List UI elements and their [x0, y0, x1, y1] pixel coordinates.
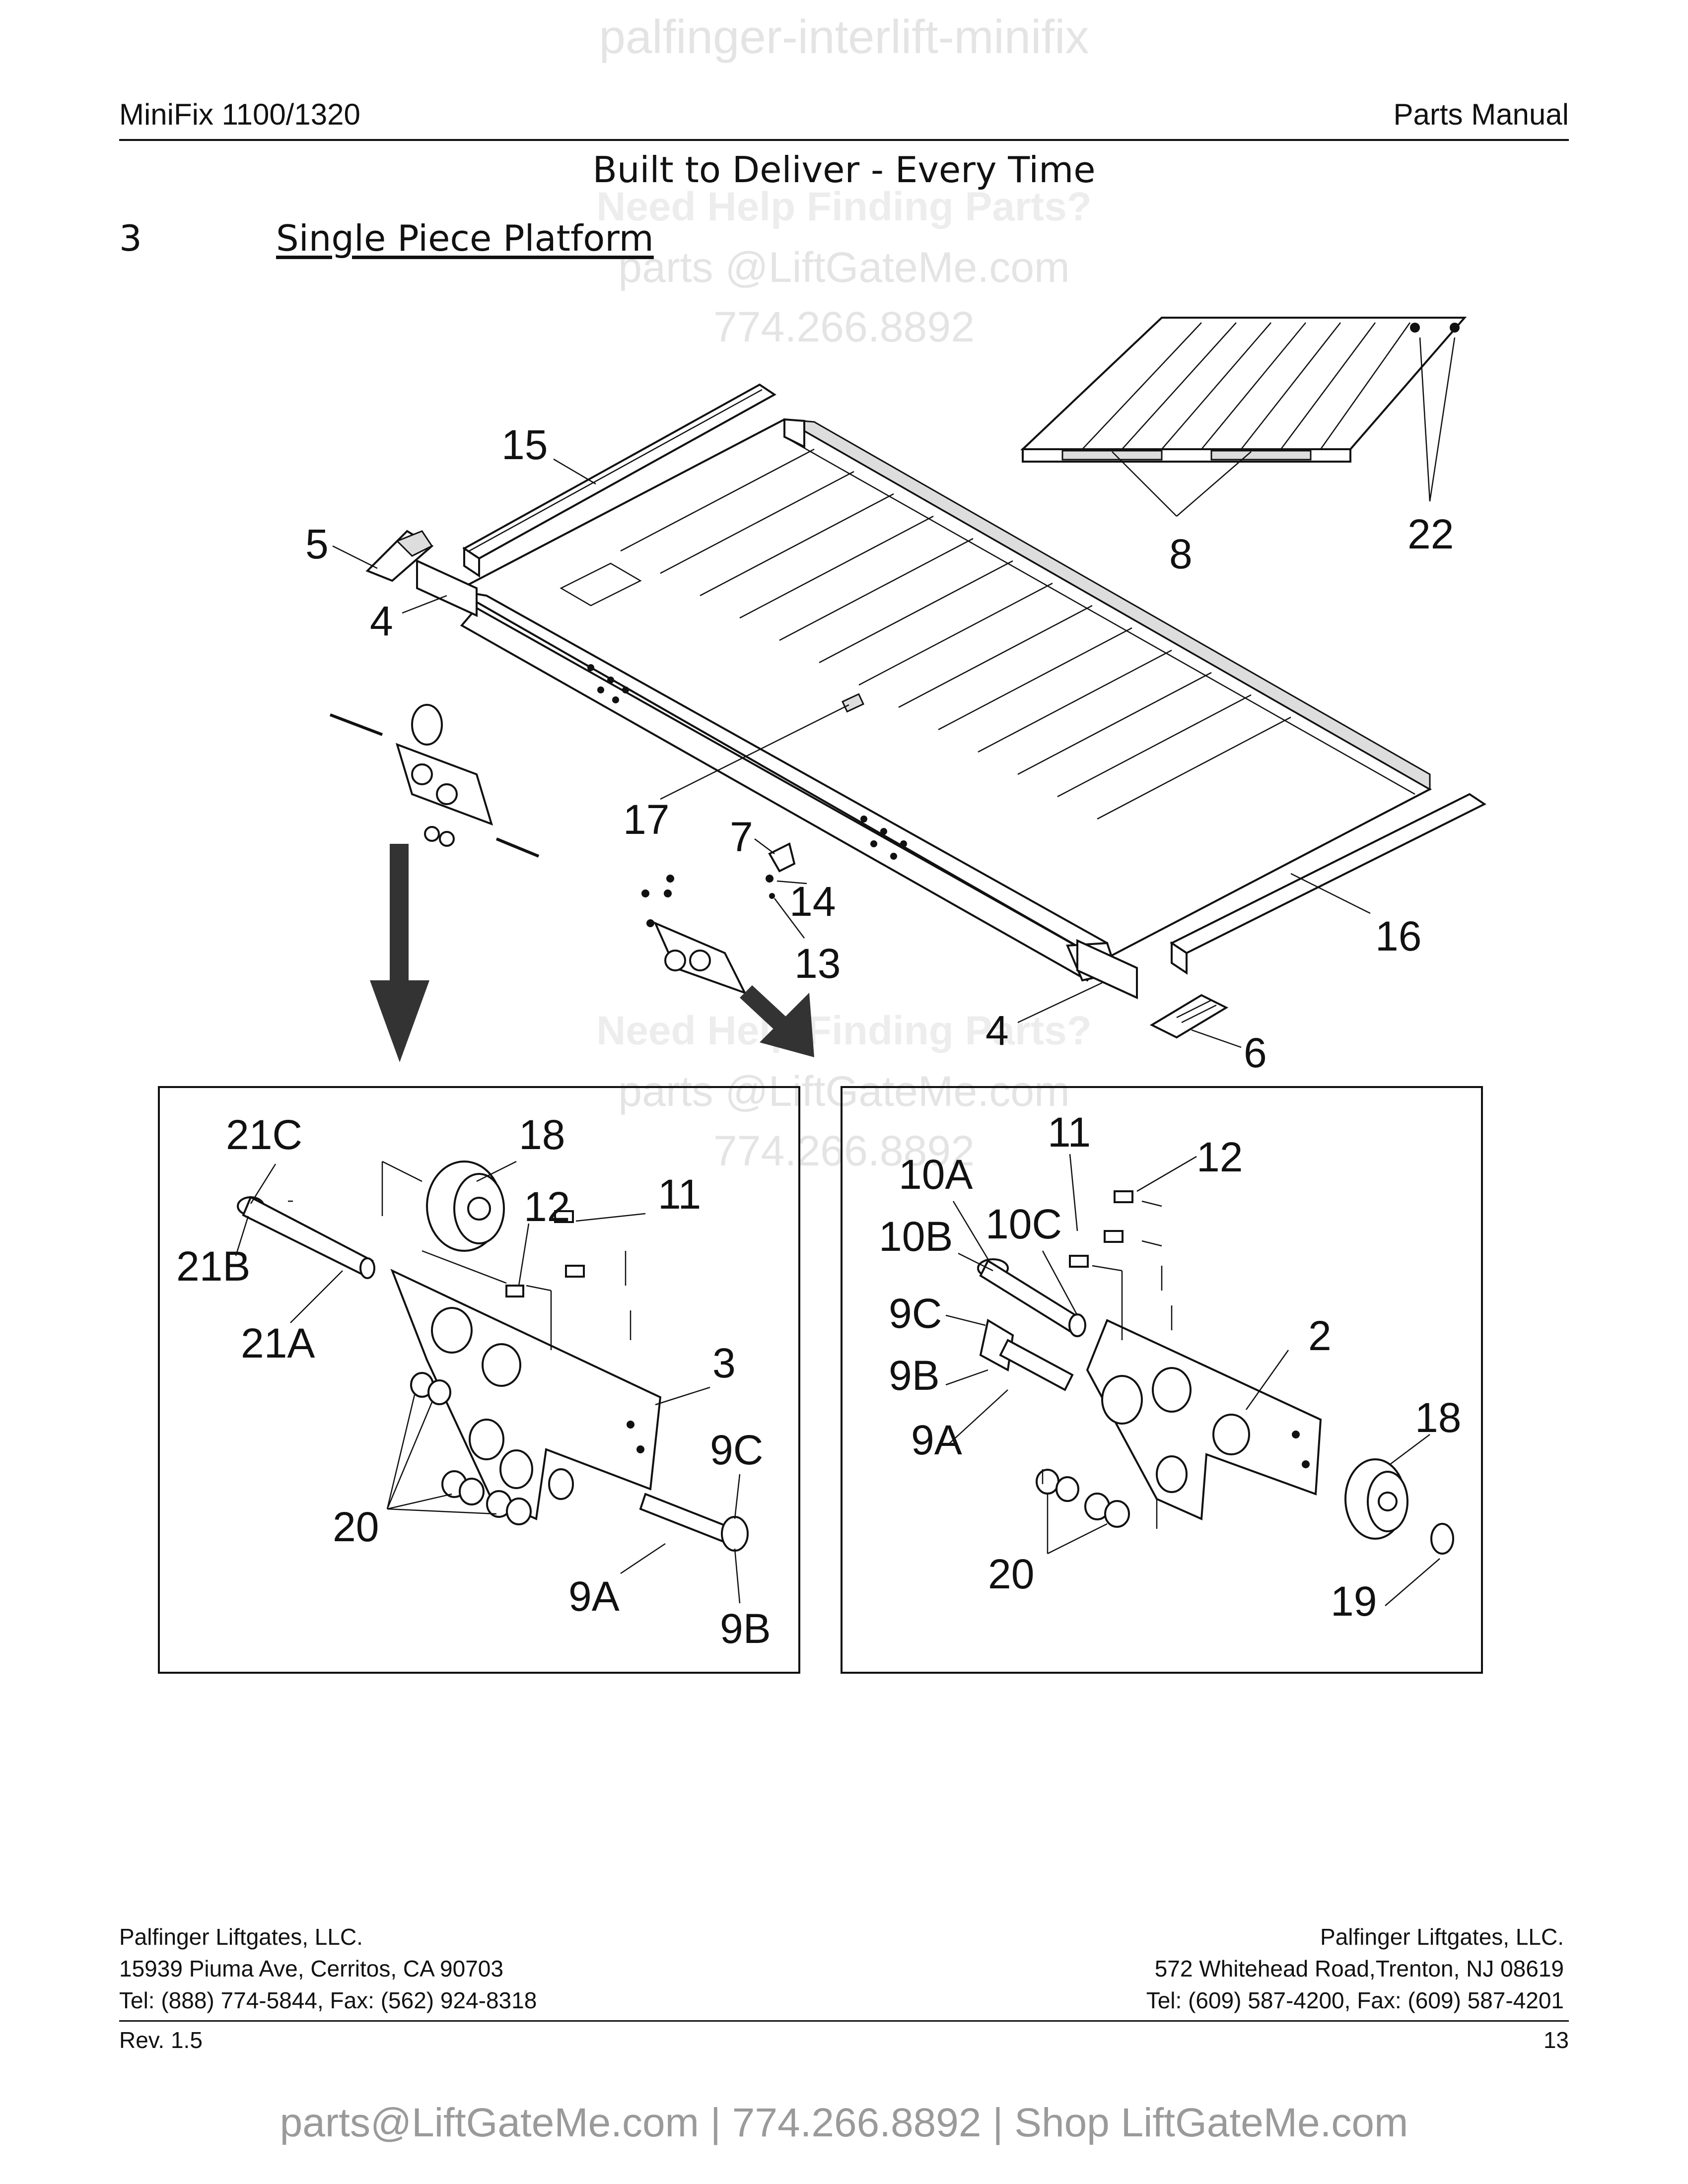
- footer-left-phone: Tel: (888) 774-5844, Fax: (562) 924-8318: [119, 1987, 537, 2013]
- page-number: 13: [1543, 2027, 1569, 2053]
- left-detail-drawing: [237, 1160, 749, 1552]
- bracket-6: [1149, 994, 1229, 1039]
- footer-left: Palfinger Liftgates, LLC. 15939 Piuma Av…: [119, 1921, 537, 2016]
- watermark-help-1: Need Help Finding Parts?: [596, 184, 1092, 229]
- callout-16: 16: [1375, 913, 1421, 959]
- callout-10a: 10A: [899, 1151, 973, 1198]
- callout-4-right: 4: [985, 1007, 1009, 1054]
- callout-3: 3: [712, 1340, 736, 1386]
- callout-9a-right: 9A: [911, 1417, 962, 1463]
- callout-2: 2: [1308, 1312, 1332, 1359]
- callout-18-left: 18: [519, 1111, 565, 1158]
- latch-parts: [766, 842, 796, 899]
- callout-9b-left: 9B: [720, 1605, 771, 1652]
- callout-4-left: 4: [370, 598, 393, 644]
- hinge-assembly-left: [329, 704, 540, 858]
- callout-8: 8: [1169, 531, 1193, 577]
- footer-right-address: 572 Whitehead Road,Trenton, NJ 08619: [1154, 1956, 1564, 1981]
- watermark-email-2: parts @LiftGateMe.com: [618, 1068, 1070, 1115]
- callout-9a-left: 9A: [568, 1573, 620, 1620]
- detail-leader-lines: [235, 1154, 1440, 1606]
- callout-12-left: 12: [524, 1183, 570, 1230]
- watermark-email-1: parts @LiftGateMe.com: [618, 244, 1070, 291]
- right-detail-drawing: [977, 1190, 1454, 1555]
- watermark-help-2: Need Help Finding Parts?: [596, 1008, 1092, 1053]
- tagline: Built to Deliver - Every Time: [592, 149, 1096, 191]
- detail-box-right: [841, 1086, 1483, 1674]
- footer-right-phone: Tel: (609) 587-4200, Fax: (609) 587-4201: [1146, 1987, 1564, 2013]
- callout-19: 19: [1331, 1578, 1377, 1625]
- footer-rule: [119, 2020, 1569, 2022]
- callout-11-right: 11: [1048, 1109, 1091, 1156]
- header-left: MiniFix 1100/1320: [119, 98, 360, 131]
- section-number: 3: [119, 217, 142, 259]
- callout-13: 13: [794, 940, 841, 987]
- section-title: Single Piece Platform: [276, 217, 654, 259]
- arrow-diagonal: [740, 985, 814, 1057]
- footer-right: Palfinger Liftgates, LLC. 572 Whitehead …: [1146, 1921, 1564, 2016]
- watermark-top: palfinger-interlift-minifix: [599, 10, 1089, 64]
- bottom-banner: parts@LiftGateMe.com | 774.266.8892 | Sh…: [280, 2100, 1408, 2145]
- footer-left-company: Palfinger Liftgates, LLC.: [119, 1924, 363, 1950]
- watermark-phone-2: 774.266.8892: [713, 1127, 975, 1175]
- end-plate-4-right: [1076, 939, 1138, 1000]
- callout-22: 22: [1407, 511, 1454, 557]
- callout-11-left: 11: [658, 1171, 701, 1218]
- callout-7: 7: [730, 814, 753, 860]
- detail-box-left: [158, 1086, 800, 1674]
- callout-21c: 21C: [226, 1111, 302, 1158]
- callout-9c-right: 9C: [889, 1290, 942, 1337]
- header-right: Parts Manual: [1393, 98, 1569, 131]
- bracket-5: [365, 530, 434, 582]
- callout-5: 5: [305, 521, 329, 567]
- callout-14: 14: [789, 878, 836, 925]
- secondary-platform: [1020, 317, 1467, 463]
- arrow-down: [370, 844, 429, 1062]
- revision: Rev. 1.5: [119, 2027, 203, 2053]
- callout-9b-right: 9B: [889, 1352, 940, 1399]
- header-rule: [119, 139, 1569, 141]
- hinge-assembly-right: [641, 875, 747, 995]
- callout-20-right: 20: [988, 1551, 1034, 1597]
- callout-10b: 10B: [879, 1213, 953, 1260]
- leader-lines: [332, 337, 1456, 1048]
- callout-9c-left: 9C: [710, 1427, 763, 1473]
- callout-15: 15: [501, 421, 548, 468]
- footer-left-address: 15939 Piuma Ave, Cerritos, CA 90703: [119, 1956, 503, 1981]
- side-rail-15: [462, 383, 776, 578]
- callout-17: 17: [623, 796, 669, 843]
- callout-18-right: 18: [1415, 1394, 1461, 1441]
- watermark-phone-1: 774.266.8892: [713, 303, 975, 351]
- callout-21b: 21B: [176, 1243, 250, 1290]
- callout-21a: 21A: [241, 1320, 315, 1366]
- platform-deck: [454, 418, 1432, 982]
- callout-6: 6: [1244, 1029, 1267, 1076]
- side-rail-16: [1170, 793, 1486, 975]
- beam-bolt-holes: [587, 664, 907, 860]
- footer-right-company: Palfinger Liftgates, LLC.: [1320, 1924, 1564, 1950]
- callout-10c: 10C: [985, 1201, 1062, 1247]
- callout-20-left: 20: [333, 1503, 379, 1550]
- end-plate-4-left: [416, 559, 478, 617]
- callout-12-right: 12: [1196, 1134, 1243, 1180]
